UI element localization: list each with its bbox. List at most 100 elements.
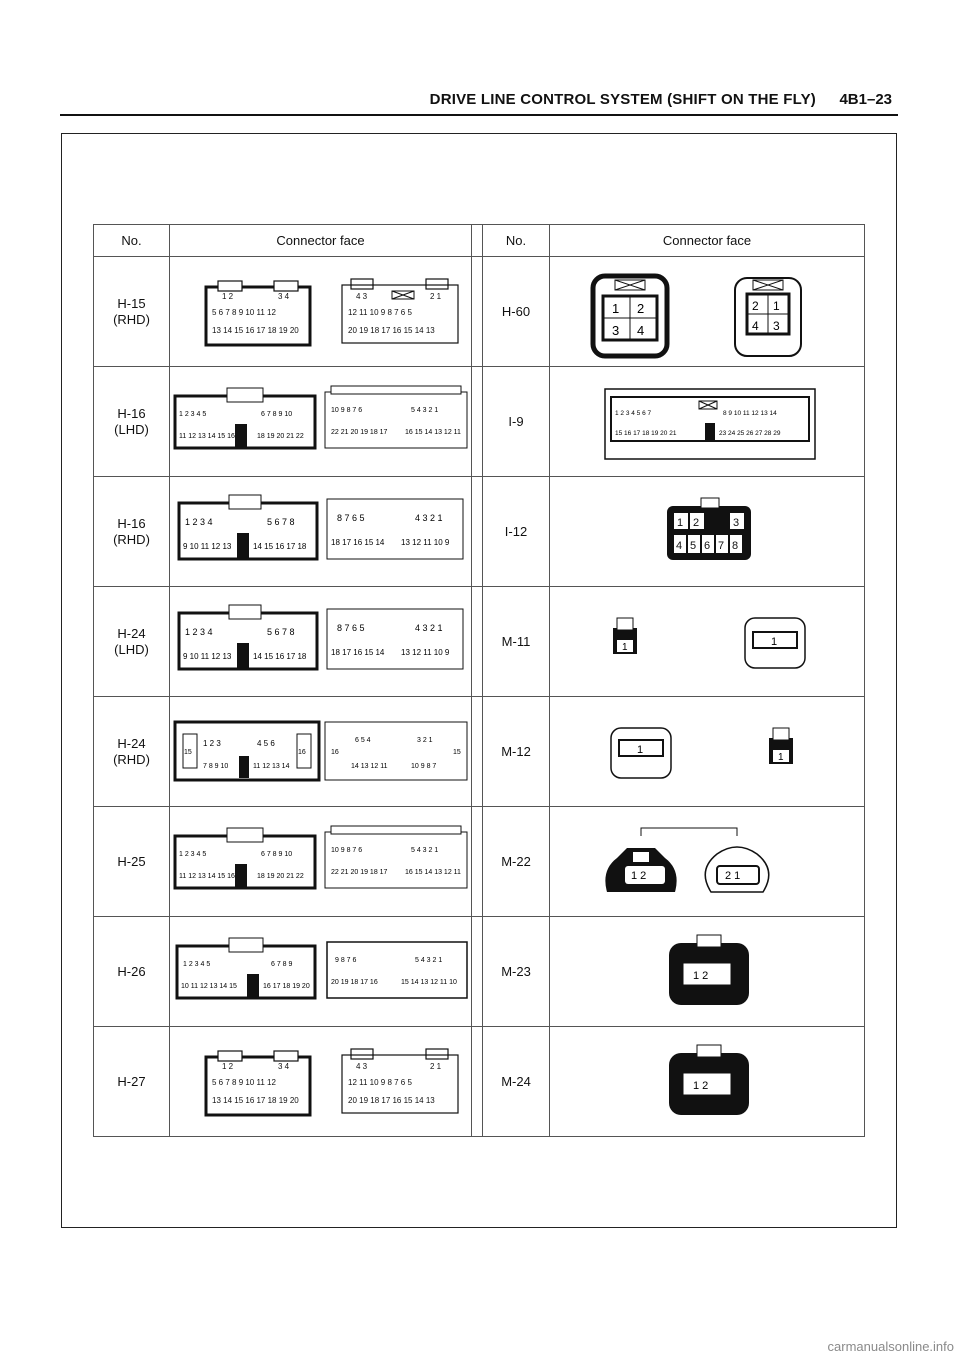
svg-text:1 2 3 4: 1 2 3 4	[185, 627, 213, 637]
connector-number: H-60	[501, 304, 531, 319]
svg-text:9 10 11 12 13: 9 10 11 12 13	[183, 652, 232, 661]
connector-number-cell: M-24	[482, 1026, 550, 1137]
column-gap	[471, 696, 483, 807]
svg-text:1: 1	[778, 752, 784, 763]
connector-face-cell: 1 2	[549, 916, 865, 1027]
svg-text:8 9 10 11 12 13 14: 8 9 10 11 12 13 14	[723, 410, 777, 417]
svg-text:15: 15	[184, 749, 192, 756]
connector-number-cell: H-24 (RHD)	[93, 696, 170, 807]
connector-number: M-12	[501, 744, 531, 759]
svg-text:1: 1	[612, 301, 619, 316]
svg-text:5 4 3 2 1: 5 4 3 2 1	[411, 407, 438, 414]
connector-face-cell: 1 2	[549, 1026, 865, 1137]
connector-number: H-26	[117, 963, 146, 979]
connector-number-cell: H-27	[93, 1026, 170, 1137]
connector-number: H-16	[117, 405, 146, 421]
svg-text:18 17 16 15 14: 18 17 16 15 14	[331, 538, 385, 547]
connector-number: I-9	[508, 414, 524, 429]
svg-text:1: 1	[637, 744, 643, 756]
svg-text:2: 2	[637, 301, 644, 316]
svg-text:5 4 3 2 1: 5 4 3 2 1	[415, 957, 442, 964]
column-gap	[471, 586, 483, 697]
svg-text:3: 3	[612, 323, 619, 338]
col-no-left: No.	[93, 224, 170, 257]
svg-text:12 11 10 9 8 7 6 5: 12 11 10 9 8 7 6 5	[348, 308, 412, 317]
svg-text:4: 4	[752, 319, 759, 333]
m22-connector-diagram: 1 2 2 1	[605, 827, 770, 893]
svg-text:12 11 10 9 8 7 6 5: 12 11 10 9 8 7 6 5	[348, 1078, 412, 1087]
svg-text:16 15 14 13 12 11: 16 15 14 13 12 11	[405, 429, 461, 436]
page-number: 4B1–23	[839, 91, 892, 108]
section-title: DRIVE LINE CONTROL SYSTEM (SHIFT ON THE …	[429, 91, 816, 108]
connector-number-cell: H-16 (LHD)	[93, 366, 170, 477]
svg-text:9 8 7 6: 9 8 7 6	[335, 957, 357, 964]
column-gap	[471, 476, 483, 587]
connector-number-cell: H-25	[93, 806, 170, 917]
svg-text:16: 16	[331, 749, 339, 756]
page-header: DRIVE LINE CONTROL SYSTEM (SHIFT ON THE …	[60, 88, 898, 110]
col-no-right: No.	[482, 224, 550, 257]
connector-number-cell: I-9	[482, 366, 550, 477]
svg-text:4: 4	[676, 540, 682, 552]
connector-variant: (RHD)	[113, 751, 150, 767]
svg-text:3: 3	[773, 319, 780, 333]
connector-number: H-16	[117, 515, 146, 531]
svg-text:16: 16	[298, 749, 306, 756]
connector-face-cell: 1 1	[549, 586, 865, 697]
figure-frame	[61, 133, 897, 1228]
svg-text:1 2: 1 2	[693, 1080, 708, 1092]
svg-text:2: 2	[693, 517, 699, 529]
svg-text:5 6 7 8 9 10 11 12: 5 6 7 8 9 10 11 12	[212, 308, 276, 317]
svg-text:20 19 18 17 16 15 14 13: 20 19 18 17 16 15 14 13	[348, 1096, 435, 1105]
connector-number-cell: H-24 (LHD)	[93, 586, 170, 697]
svg-text:11 12 13 14 15 16: 11 12 13 14 15 16	[179, 433, 235, 440]
svg-text:1 2 3 4 5: 1 2 3 4 5	[179, 851, 206, 858]
connector-number-cell: H-60	[482, 256, 550, 367]
svg-text:1: 1	[622, 642, 628, 653]
connector-number-cell: H-26	[93, 916, 170, 1027]
svg-text:2 1: 2 1	[430, 292, 442, 301]
svg-text:23 24 25 26 27 28 29: 23 24 25 26 27 28 29	[719, 430, 781, 437]
svg-text:1 2: 1 2	[693, 970, 708, 982]
svg-text:3 4: 3 4	[278, 292, 290, 301]
svg-text:5 6 7 8 9 10 11 12: 5 6 7 8 9 10 11 12	[212, 1078, 276, 1087]
table-header-row: No. Connector face No. Connector face	[93, 224, 865, 257]
svg-text:13 12 11 10 9: 13 12 11 10 9	[401, 648, 450, 657]
svg-text:16 15 14 13 12 11: 16 15 14 13 12 11	[405, 869, 461, 876]
svg-text:3: 3	[733, 517, 739, 529]
svg-text:1: 1	[773, 299, 780, 313]
svg-text:6 5 4: 6 5 4	[355, 737, 371, 744]
column-gap	[471, 256, 483, 367]
svg-text:5 6 7 8: 5 6 7 8	[267, 627, 295, 637]
svg-text:4 5 6: 4 5 6	[257, 739, 275, 748]
svg-text:1 2: 1 2	[222, 1062, 234, 1071]
connector-variant: (LHD)	[114, 641, 149, 657]
svg-text:20 19 18 17 16: 20 19 18 17 16	[331, 979, 378, 986]
svg-text:16 17 18 19 20: 16 17 18 19 20	[263, 983, 310, 990]
connector-variant: (RHD)	[113, 531, 150, 547]
column-gap	[471, 916, 483, 1027]
table-row: H-24 (LHD) 1 2 3 4 5 6 7 8 9 10 11 12 13 1…	[93, 586, 865, 697]
svg-text:6 7 8 9 10: 6 7 8 9 10	[261, 851, 292, 858]
connector-number: H-25	[117, 853, 146, 869]
svg-text:1: 1	[677, 517, 683, 529]
svg-text:10 9 8 7: 10 9 8 7	[411, 763, 436, 770]
svg-text:18 17 16 15 14: 18 17 16 15 14	[331, 648, 385, 657]
svg-text:6: 6	[704, 540, 710, 552]
m12-connector-diagram: 1 1	[610, 726, 793, 779]
connector-number-cell: H-15 (RHD)	[93, 256, 170, 367]
